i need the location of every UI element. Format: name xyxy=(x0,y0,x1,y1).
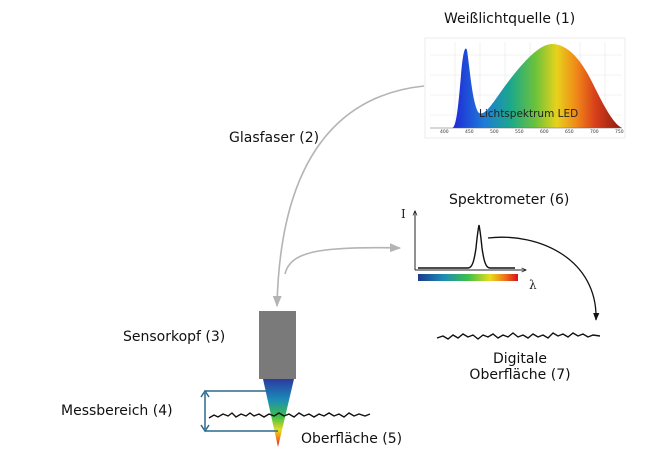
spectrometer-peak xyxy=(418,224,515,269)
sensor-head-label: Sensorkopf (3) xyxy=(123,329,226,345)
spectrum-tick: 600 xyxy=(540,130,549,135)
intensity-axis-symbol: I xyxy=(401,207,406,221)
arrow-to-digital-surface xyxy=(487,236,600,321)
spectrum-tick: 450 xyxy=(465,130,474,135)
digital-surface-label: Digitale Oberfläche (7) xyxy=(455,351,585,383)
spectrum-tick: 550 xyxy=(515,130,524,135)
sensor-head xyxy=(259,311,296,379)
spectrum-tick: 400 xyxy=(440,130,449,135)
led-spectrum-panel xyxy=(424,37,626,139)
spectrum-tick: 750 xyxy=(615,130,624,135)
surface-profile xyxy=(208,412,371,419)
light-source-label: Weißlichtquelle (1) xyxy=(444,11,576,27)
measuring-range-label: Messbereich (4) xyxy=(61,403,173,419)
spectrum-caption: Lichtspektrum LED xyxy=(479,108,579,120)
spectrum-tick: 500 xyxy=(490,130,499,135)
spectrometer-color-bar xyxy=(418,274,518,281)
fiber-label: Glasfaser (2) xyxy=(229,130,320,146)
led-spectrum-curve xyxy=(430,44,622,128)
surface-label: Oberfläche (5) xyxy=(301,431,403,447)
digital-surface-label-line2: Oberfläche (7) xyxy=(469,367,571,383)
spectrometer-plot xyxy=(415,211,526,281)
spectrum-tick: 700 xyxy=(590,130,599,135)
wavelength-axis-symbol: λ xyxy=(529,278,537,292)
measuring-range-bracket xyxy=(200,389,278,433)
digital-surface-label-line1: Digitale xyxy=(492,351,548,367)
spectrum-tick: 650 xyxy=(565,130,574,135)
spectrometer-label: Spektrometer (6) xyxy=(449,192,570,208)
fiber-branch-to-spectrometer xyxy=(284,243,402,275)
fiber-cable xyxy=(272,85,425,308)
digital-surface-profile xyxy=(436,332,601,340)
